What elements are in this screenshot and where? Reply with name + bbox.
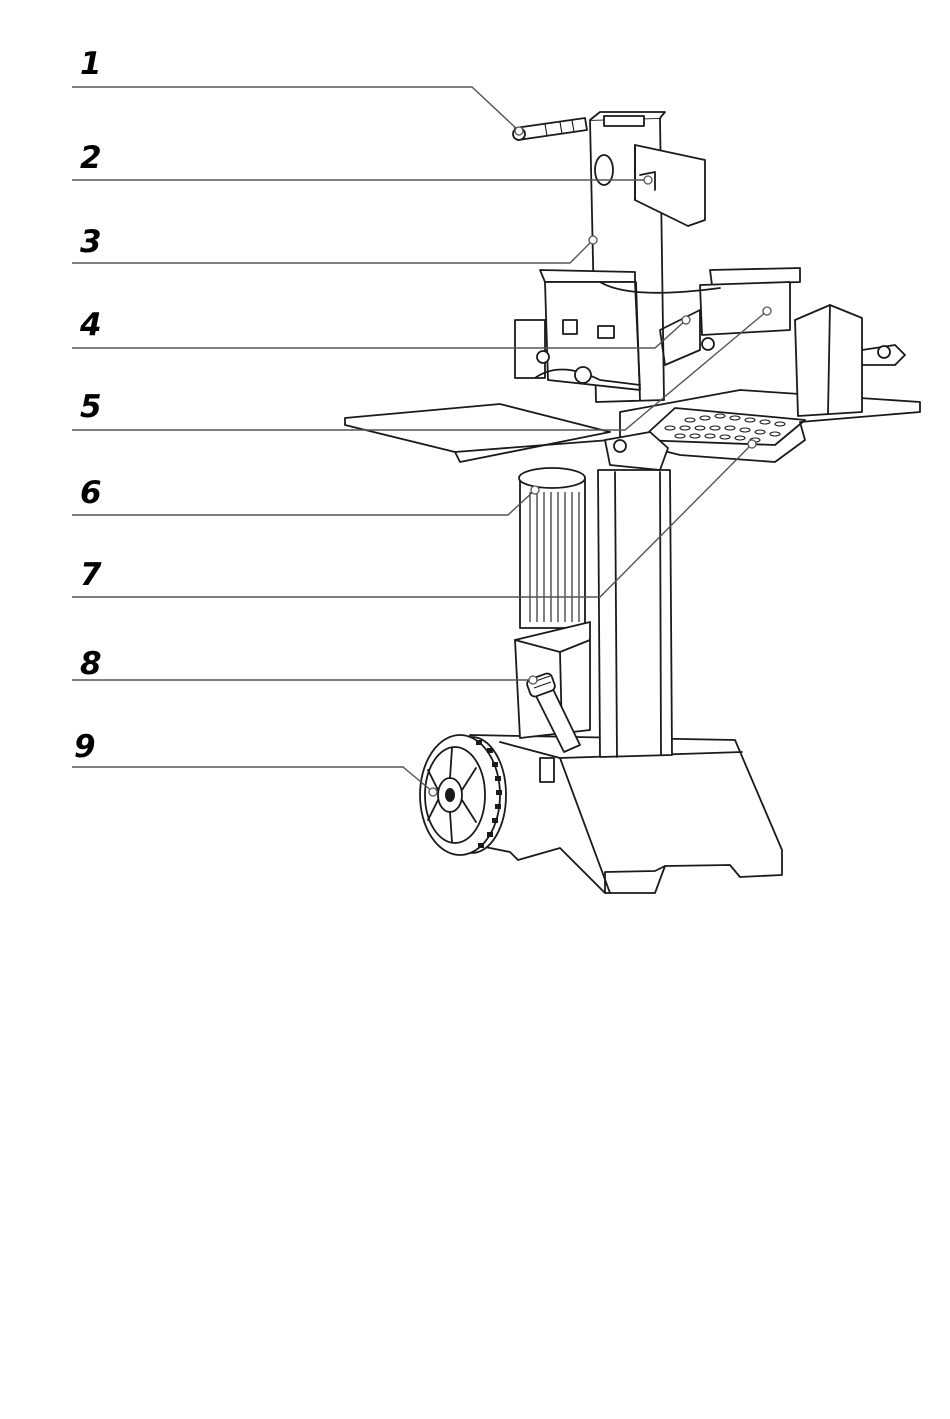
- callout-number-9: 9: [74, 729, 96, 765]
- base-housing: [470, 735, 782, 893]
- callout-number-2: 2: [80, 140, 102, 176]
- leader-dot-9: [429, 788, 437, 796]
- top-handle: [513, 118, 587, 140]
- main-column: [598, 470, 672, 757]
- callout-number-6: 6: [80, 475, 102, 511]
- callout-number-1: 1: [80, 46, 102, 82]
- leader-dot-1: [515, 127, 523, 135]
- leader-dot-8: [529, 676, 537, 684]
- callout-6: 6: [72, 475, 539, 515]
- leader-dot-6: [531, 486, 539, 494]
- callout-3: 3: [72, 224, 597, 263]
- callout-number-8: 8: [80, 646, 102, 682]
- callout-number-7: 7: [80, 557, 102, 593]
- callout-8: 8: [72, 646, 537, 684]
- leader-dot-7: [748, 440, 756, 448]
- leader-line-1: [72, 87, 519, 131]
- leader-dot-4: [682, 316, 690, 324]
- callout-number-4: 4: [79, 307, 102, 343]
- leader-line-9: [72, 767, 433, 792]
- leader-dot-5: [763, 307, 771, 315]
- callout-9: 9: [72, 729, 437, 796]
- callout-number-5: 5: [80, 389, 102, 425]
- motor: [519, 468, 585, 628]
- leader-dot-2: [644, 176, 652, 184]
- log-splitter-illustration: [345, 112, 920, 893]
- leader-line-3: [72, 240, 593, 263]
- callout-2: 2: [72, 140, 652, 184]
- leader-line-6: [72, 490, 535, 515]
- left-table: [345, 404, 610, 462]
- leader-dot-3: [589, 236, 597, 244]
- callout-number-3: 3: [80, 224, 102, 260]
- callout-1: 1: [72, 46, 523, 135]
